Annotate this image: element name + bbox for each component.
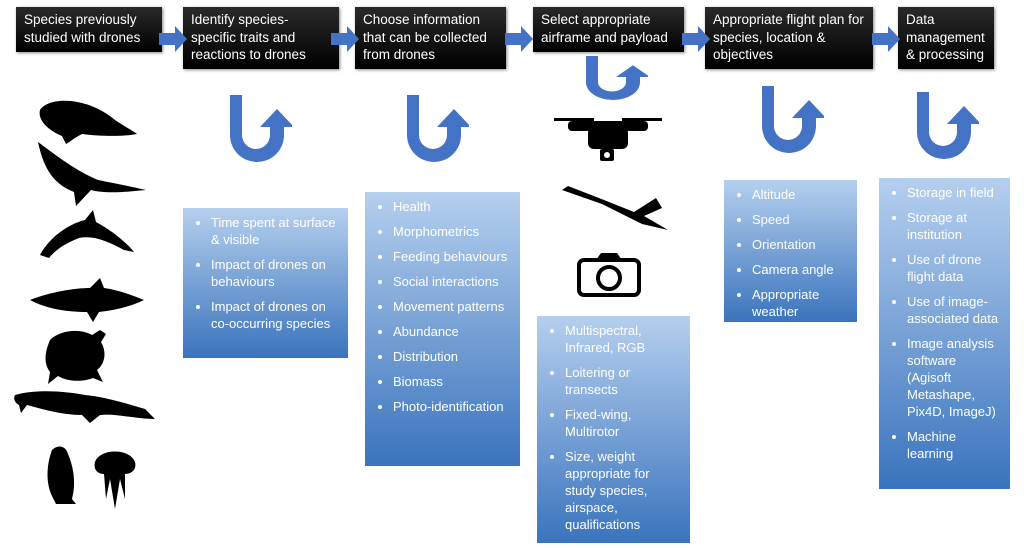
detail-item: Altitude xyxy=(752,186,849,203)
detail-item: Impact of drones on co-occurring species xyxy=(211,298,340,332)
detail-item: Orientation xyxy=(752,236,849,253)
detail-item: Time spent at surface & visible xyxy=(211,214,340,248)
step-2-details: Time spent at surface & visible Impact o… xyxy=(183,208,348,358)
detail-item: Size, weight appropriate for study speci… xyxy=(565,448,682,533)
jellyfish-icon xyxy=(94,451,136,509)
right-arrow-icon xyxy=(682,26,710,52)
step-3-header: Choose information that can be collected… xyxy=(355,7,506,69)
detail-item: Health xyxy=(393,198,512,215)
detail-item: Fixed-wing, Multirotor xyxy=(565,406,682,440)
penguin-icon xyxy=(47,446,76,504)
right-arrow-icon xyxy=(505,26,533,52)
detail-item: Feeding behaviours xyxy=(393,248,512,265)
step-3-details: Health Morphometrics Feeding behaviours … xyxy=(365,192,520,466)
right-arrow-icon xyxy=(872,26,900,52)
detail-item: Morphometrics xyxy=(393,223,512,240)
u-turn-arrow-icon xyxy=(230,95,292,162)
step-5-header: Appropriate flight plan for species, loc… xyxy=(705,7,873,69)
step-1-header: Species previously studied with drones xyxy=(16,7,162,52)
manatee-icon xyxy=(39,100,137,144)
detail-item: Loitering or transects xyxy=(565,364,682,398)
u-turn-arrow-icon xyxy=(917,92,979,159)
step-4-header: Select appropriate airframe and payload xyxy=(533,7,684,52)
detail-item: Appropriate weather xyxy=(752,286,849,320)
detail-item: Multispectral, Infrared, RGB xyxy=(565,322,682,356)
fixed-wing-drone-icon xyxy=(562,186,668,230)
detail-item: Abundance xyxy=(393,323,512,340)
detail-item: Use of drone flight data xyxy=(907,251,1002,285)
detail-item: Camera angle xyxy=(752,261,849,278)
detail-item: Storage in field xyxy=(907,184,1002,201)
turtle-icon xyxy=(45,330,106,384)
right-arrow-icon xyxy=(159,26,187,52)
detail-item: Machine learning xyxy=(907,428,1002,462)
detail-item: Impact of drones on behaviours xyxy=(211,256,340,290)
detail-item: Storage at institution xyxy=(907,209,1002,243)
dolphin-icon xyxy=(40,210,134,258)
u-turn-arrow-icon xyxy=(762,86,824,153)
step-5-details: Altitude Speed Orientation Camera angle … xyxy=(724,180,857,322)
step-4-details: Multispectral, Infrared, RGB Loitering o… xyxy=(537,316,690,543)
detail-item: Photo-identification xyxy=(393,398,512,415)
detail-item: Biomass xyxy=(393,373,512,390)
detail-item: Movement patterns xyxy=(393,298,512,315)
shark-icon xyxy=(30,278,144,322)
species-silhouettes xyxy=(14,100,155,509)
quadcopter-drone-icon xyxy=(554,118,662,161)
detail-item: Social interactions xyxy=(393,273,512,290)
u-turn-arrow-icon xyxy=(407,95,469,162)
camera-icon xyxy=(577,253,641,297)
whale-icon xyxy=(38,142,146,206)
step-6-details: Storage in field Storage at institution … xyxy=(879,178,1010,489)
detail-item: Speed xyxy=(752,211,849,228)
u-turn-arrow-icon xyxy=(586,56,648,101)
detail-item: Distribution xyxy=(393,348,512,365)
step-6-header: Data management & processing xyxy=(898,7,994,69)
crocodile-icon xyxy=(14,391,155,423)
right-arrow-icon xyxy=(331,26,359,52)
detail-item: Image analysis software (Agisoft Metasha… xyxy=(907,335,1002,420)
step-2-header: Identify species-specific traits and rea… xyxy=(183,7,339,69)
detail-item: Use of image-associated data xyxy=(907,293,1002,327)
